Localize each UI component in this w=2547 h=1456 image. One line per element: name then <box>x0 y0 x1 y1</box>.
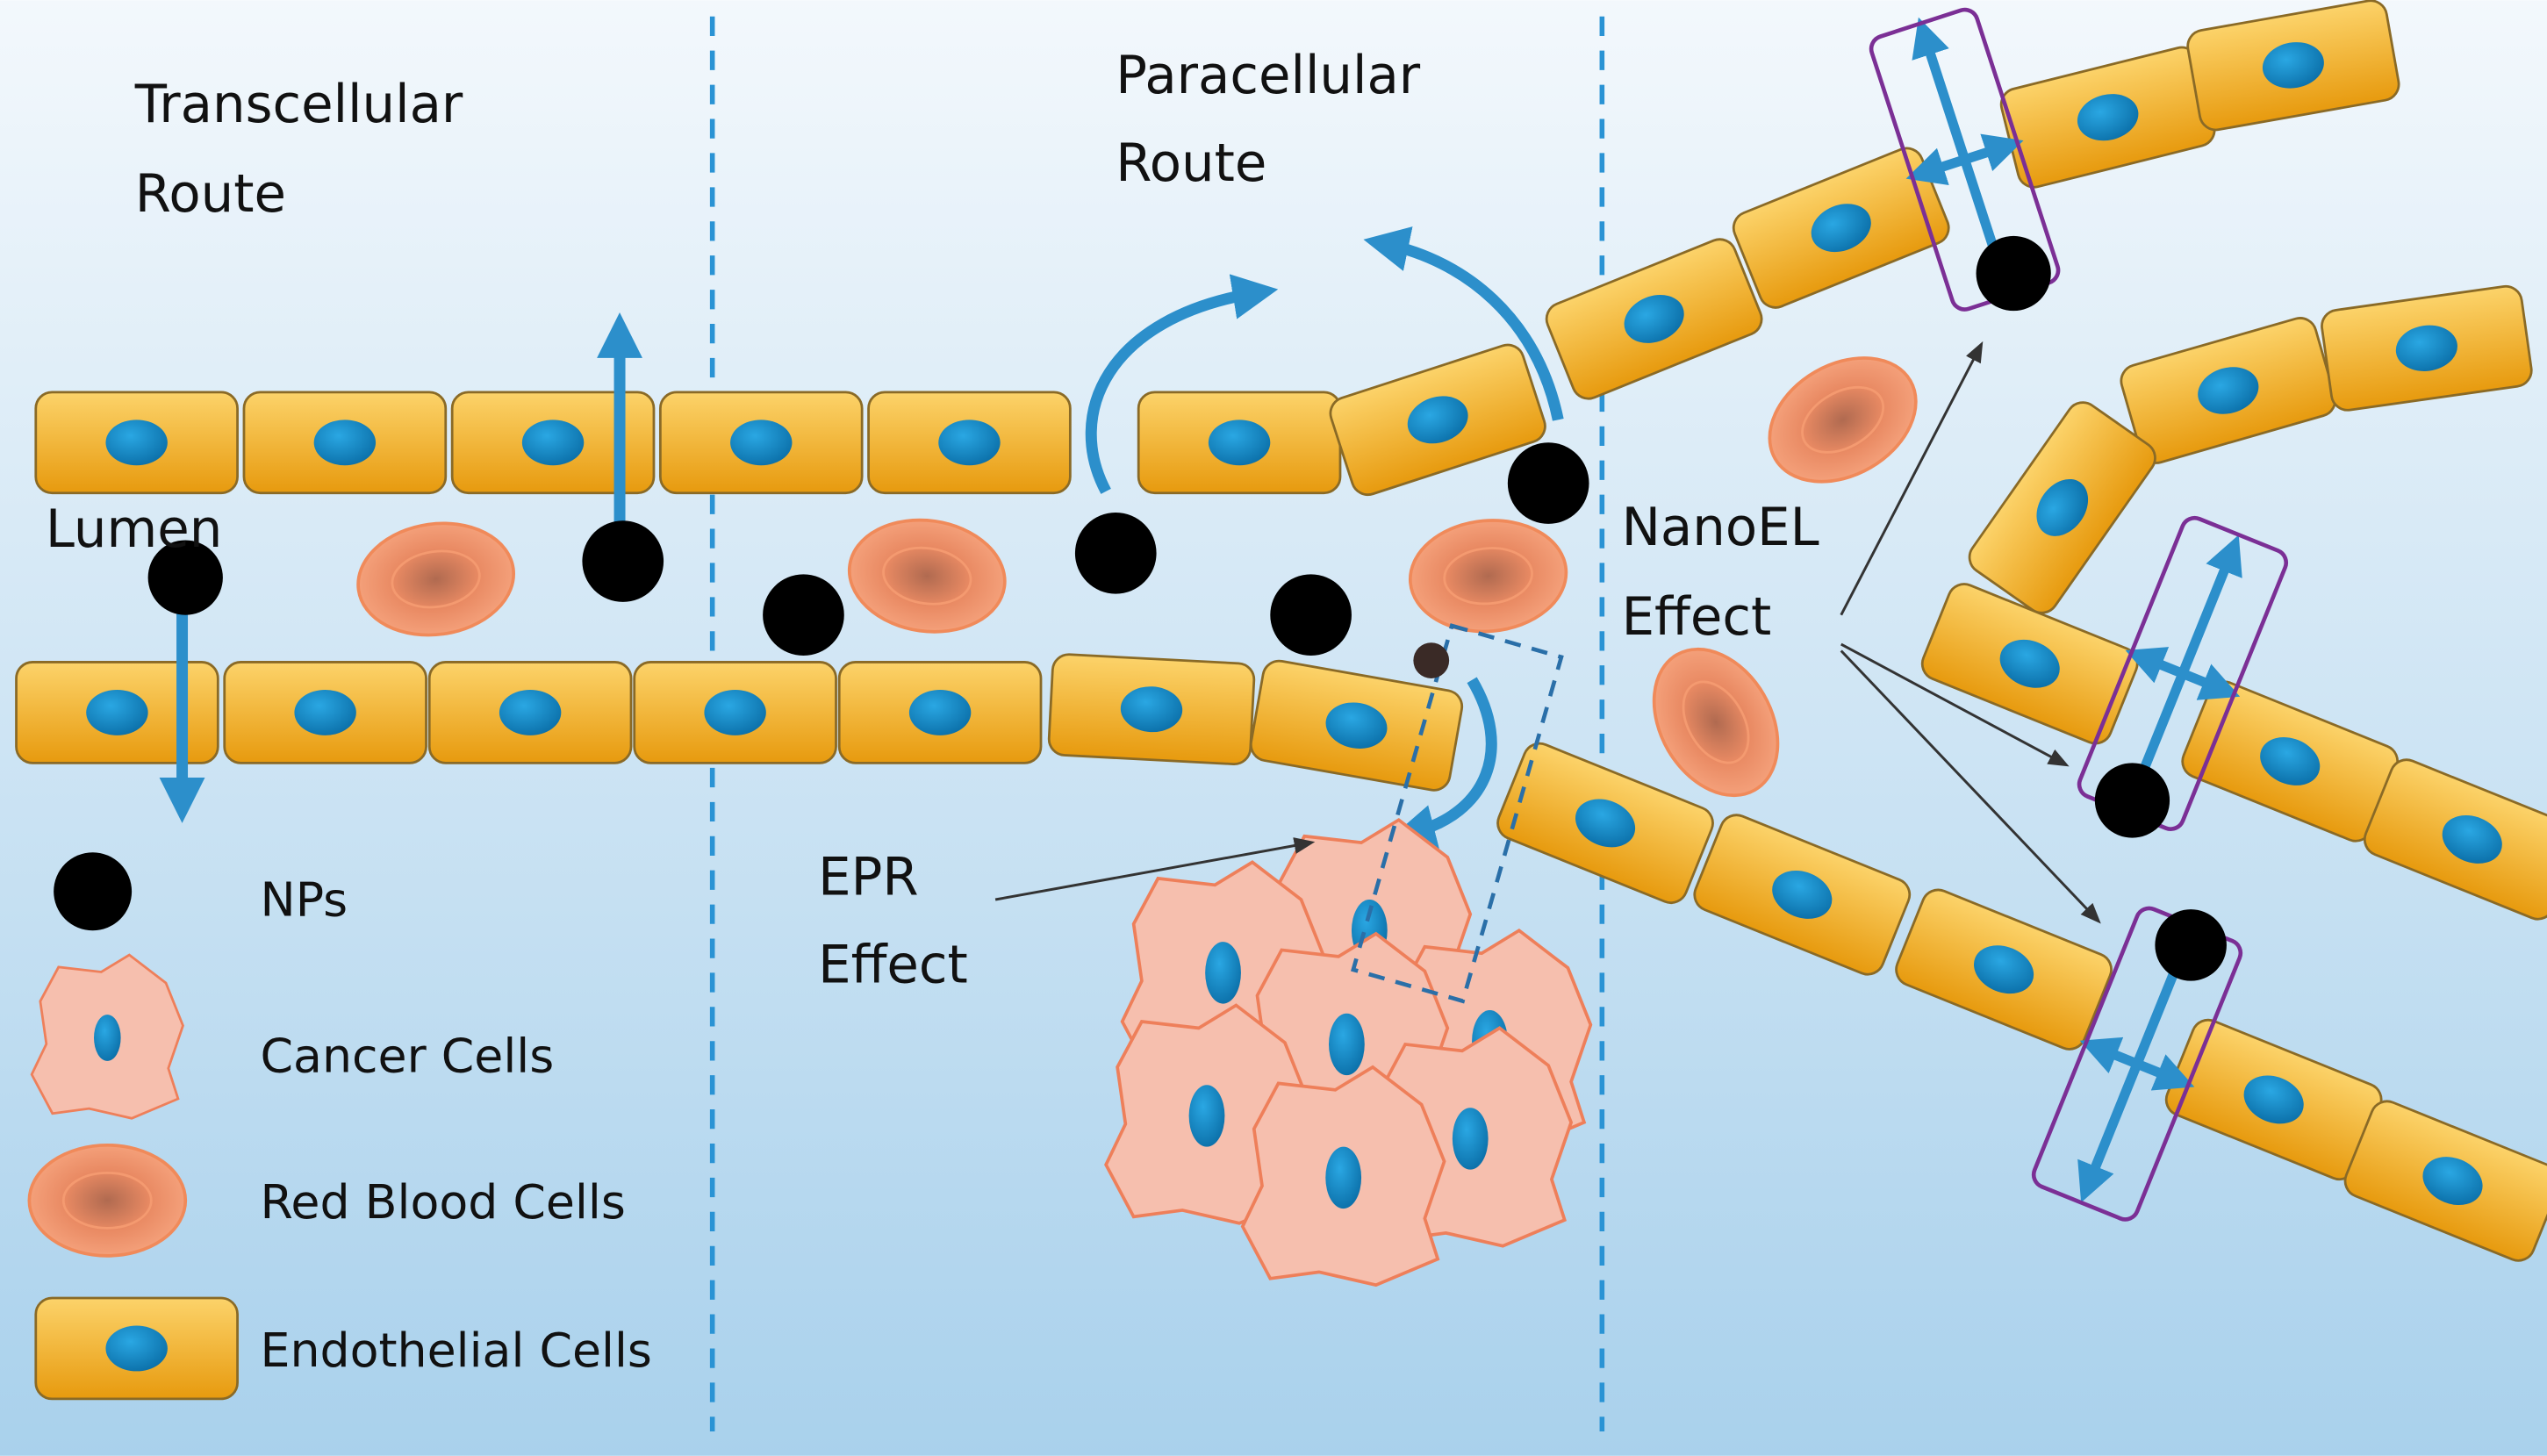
nanoparticles <box>147 235 2227 981</box>
epr-effect-label-line2: Effect <box>818 935 968 995</box>
paracellular-arrow-left <box>1085 274 1279 494</box>
legend: NPs Cancer Cells Red Blood Cells Endothe… <box>27 852 652 1401</box>
nanoel-effect-label-line1: NanoEL <box>1622 497 1819 557</box>
epr-pointer-arrow <box>994 837 1316 901</box>
paracellular-arrow-right <box>1363 226 1564 421</box>
paracellular-route-label-line1: Paracellular <box>1116 45 1421 105</box>
lumen-label: Lumen <box>46 498 222 559</box>
nanoel-pointer-arrows <box>1840 341 2101 924</box>
legend-label-red-blood-cells: Red Blood Cells <box>261 1174 626 1230</box>
epr-curved-arrow <box>1389 677 1497 850</box>
nanoparticle-icon <box>54 852 133 931</box>
legend-label-nps: NPs <box>261 872 348 928</box>
legend-label-endothelial-cells: Endothelial Cells <box>261 1323 652 1378</box>
transcellular-route-label-line2: Route <box>135 163 286 224</box>
endothelial-cell-icon <box>34 1296 239 1401</box>
legend-label-cancer-cells: Cancer Cells <box>261 1028 555 1083</box>
transcellular-route-label-line1: Transcellular <box>134 74 463 134</box>
cancer-cell-icon <box>30 953 184 1120</box>
nanoel-effect-label-line2: Effect <box>1622 586 1772 647</box>
red-blood-cell-icon <box>27 1143 188 1258</box>
paracellular-route-label-line2: Route <box>1116 133 1266 193</box>
epr-effect-label-line1: EPR <box>818 846 918 907</box>
